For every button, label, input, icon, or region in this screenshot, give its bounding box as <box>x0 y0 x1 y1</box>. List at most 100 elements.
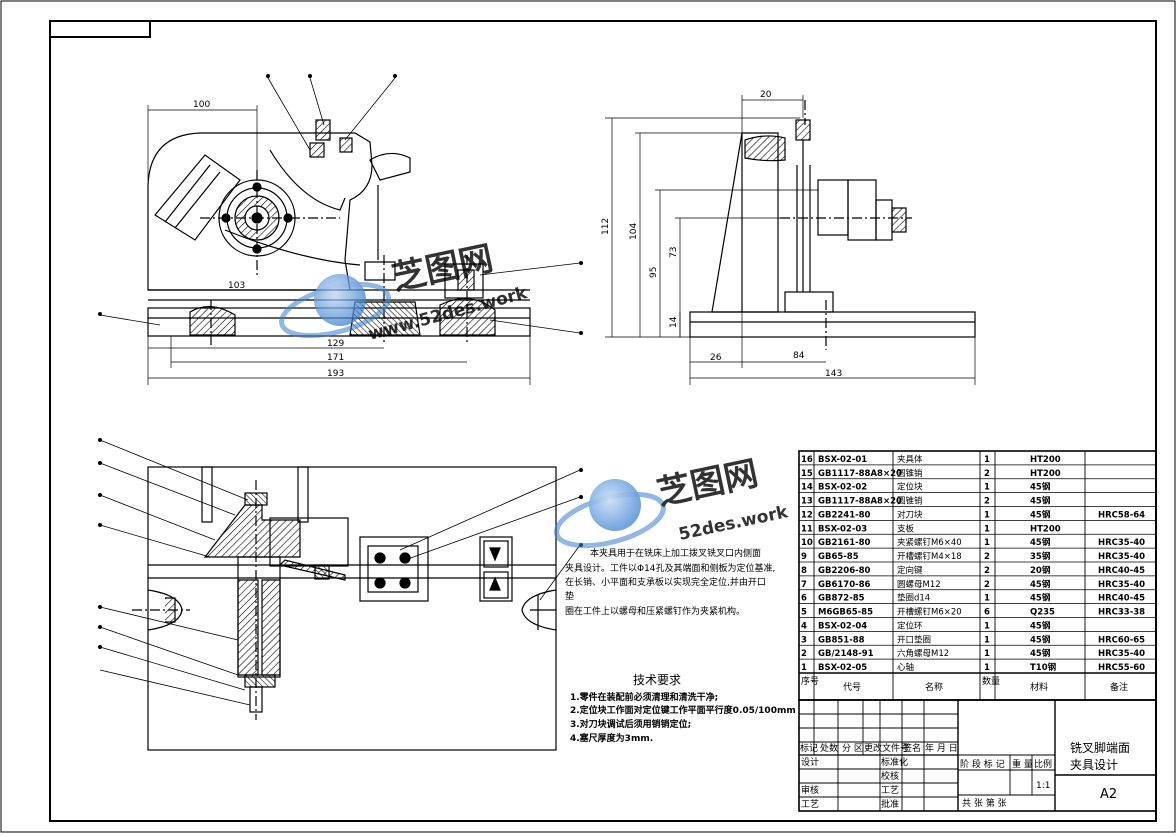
drawing-title-1: 铣叉脚端面 <box>1070 740 1130 755</box>
bom-cell-no: 9 <box>801 552 807 562</box>
bom-cell-name: 心轴 <box>897 662 914 673</box>
bom-cell-material: HT200 <box>1030 524 1061 534</box>
bom-cell-code: GB2161-80 <box>818 538 871 548</box>
front-view-dimensions <box>147 105 531 385</box>
bom-cell-no: 15 <box>801 469 813 479</box>
bom-cell-note: HRC35-40 <box>1098 580 1145 590</box>
bom-cell-no: 1 <box>801 663 807 673</box>
bom-cell-material: 45钢 <box>1030 634 1051 645</box>
tech-item-1: 1.零件在装配前必须清理和清洗干净; <box>570 691 718 703</box>
side-view-dim-text: 20 112 104 95 73 14 26 84 143 <box>601 90 842 379</box>
dim-193: 193 <box>327 369 344 379</box>
dim-84: 84 <box>793 351 805 361</box>
top-view <box>99 439 581 751</box>
bom-header-name: 名称 <box>925 681 943 693</box>
bom-cell-code: GB6170-86 <box>818 580 871 590</box>
bom-cell-code: BSX-02-04 <box>818 621 867 631</box>
tech-item-4: 4.塞尺厚度为3mm. <box>570 732 653 744</box>
tb-stage: 阶 段 标 记 <box>960 758 1005 770</box>
bom-cell-qty: 1 <box>984 524 990 534</box>
bom-cell-name: 六角螺母M12 <box>897 648 949 659</box>
bom-header-code: 代号 <box>843 682 861 693</box>
bom-cell-code: GB/2148-91 <box>818 649 874 659</box>
tb-sign: 签名 <box>903 742 921 754</box>
bom-cell-material: 45钢 <box>1030 537 1051 548</box>
bom-cell-material: 20钢 <box>1030 565 1051 576</box>
bom-cell-name: 垫圈d14 <box>897 593 930 604</box>
bom-cell-code: GB2241-80 <box>818 510 871 520</box>
bom-cell-name: 对刀块 <box>897 509 923 520</box>
bom-cell-material: 45钢 <box>1030 482 1051 493</box>
bom-cell-note: HRC40-45 <box>1098 566 1145 576</box>
desc-line-1: 本夹具用于在铣床上加工拨叉铣叉口内侧面 <box>590 547 761 559</box>
dim-143: 143 <box>825 369 842 379</box>
dim-104: 104 <box>629 223 639 240</box>
watermark-bottom: 芝图网 52des.work <box>554 453 790 549</box>
tb-scale-value: 1:1 <box>1036 781 1050 791</box>
bom-cell-no: 8 <box>801 566 807 576</box>
bom-cell-no: 14 <box>801 483 813 493</box>
bom-cell-material: Q235 <box>1030 608 1055 618</box>
tb-zone: 分 区 <box>842 743 863 754</box>
front-view-balloons <box>98 74 583 335</box>
tb-date: 年 月 日 <box>925 742 958 754</box>
bom-cell-qty: 1 <box>984 649 990 659</box>
drawing-title-2: 夹具设计 <box>1070 758 1118 772</box>
bom-cell-name: 圆螺母M12 <box>897 579 941 590</box>
bom-cell-code: BSX-02-05 <box>818 663 867 673</box>
bom-cell-material: 45钢 <box>1030 648 1051 659</box>
bom-cell-note: HRC33-38 <box>1098 608 1145 618</box>
bom-cell-qty: 1 <box>984 538 990 548</box>
bom-cell-name: 定位环 <box>897 620 923 631</box>
bom-cell-no: 6 <box>801 594 807 604</box>
desc-line-5: 圈在工件上以螺母和压紧螺钉作为夹紧机构。 <box>565 605 745 617</box>
front-view-dim-text: 100 103 129 171 193 <box>193 100 344 379</box>
dim-112: 112 <box>601 218 611 235</box>
tech-item-3: 3.对刀块调试后须用销销定位; <box>570 718 691 730</box>
bom-cell-qty: 2 <box>984 580 990 590</box>
bom-cell-note: HRC35-40 <box>1098 538 1145 548</box>
tb-check: 校核 <box>881 770 899 782</box>
dim-171: 171 <box>327 353 344 363</box>
bom-cell-material: 45钢 <box>1030 620 1051 631</box>
bom-cell-name: 开槽螺钉M4×18 <box>897 551 962 562</box>
title-block-text: 标记 处数 分 区 更改文件号 签名 年 月 日 设计 标准化 校核 审核 工艺… <box>800 740 1130 810</box>
bom-cell-material: 45钢 <box>1030 496 1051 507</box>
bom-cell-material: 45钢 <box>1030 579 1051 590</box>
bom-cell-qty: 1 <box>984 455 990 465</box>
watermark-globe-icon <box>314 274 366 326</box>
bom-cell-material: 45钢 <box>1030 509 1051 520</box>
tb-review: 审核 <box>801 784 819 796</box>
bom-cell-code: GB1117-88A8×20 <box>818 497 902 507</box>
bom-cell-note: HRC55-60 <box>1098 663 1145 673</box>
bom-cell-qty: 2 <box>984 552 990 562</box>
description-notes: 本夹具用于在铣床上加工拨叉铣叉口内侧面 夹具设计。工件以Φ14孔及其端面和侧板为… <box>565 547 775 617</box>
front-view <box>99 77 581 345</box>
dim-103: 103 <box>228 281 245 291</box>
tb-count: 处数 <box>820 742 838 754</box>
watermark-brand-bottom: 芝图网 <box>654 453 762 513</box>
bom-cell-code: GB872-85 <box>818 594 865 604</box>
side-view-dimensions <box>605 95 976 385</box>
bom-cell-no: 10 <box>801 538 813 548</box>
tb-sheets: 共 张 第 张 <box>962 797 1007 809</box>
bom-cell-qty: 2 <box>984 497 990 507</box>
corner-code-box <box>49 20 151 38</box>
bom-cell-code: GB851-88 <box>818 635 865 645</box>
bom-cell-name: 夹具体 <box>897 454 923 465</box>
tb-standard: 标准化 <box>881 756 908 768</box>
sheet-size: A2 <box>1100 787 1117 802</box>
bom-cell-name: 夹紧螺钉M6×40 <box>897 537 962 548</box>
dim-95: 95 <box>649 267 659 278</box>
dim-26: 26 <box>710 353 722 363</box>
bom-cell-qty: 1 <box>984 663 990 673</box>
dim-100: 100 <box>193 100 210 110</box>
watermark-globe-icon-2 <box>589 479 641 531</box>
bom-cell-code: M6GB65-85 <box>818 608 873 618</box>
tech-title: 技术要求 <box>633 673 681 687</box>
tb-design: 设计 <box>801 756 819 768</box>
